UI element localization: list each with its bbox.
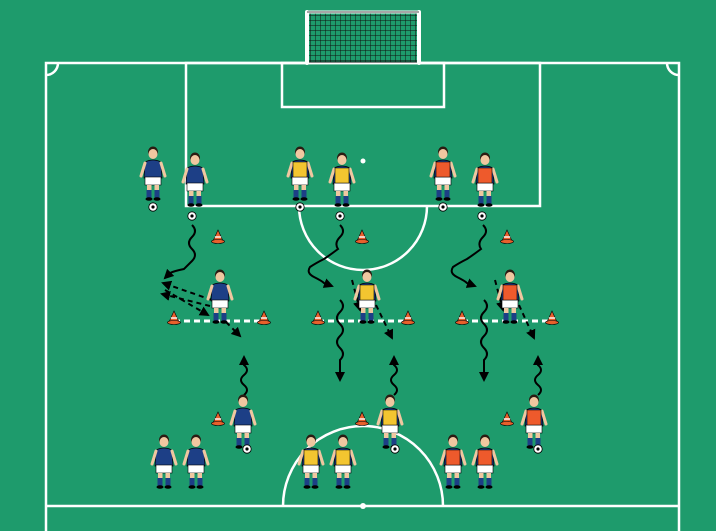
center-spot (360, 503, 366, 509)
ball (439, 203, 447, 211)
ball (188, 212, 196, 220)
ball (336, 212, 344, 220)
goal (307, 12, 419, 63)
penalty-spot (361, 159, 366, 164)
ball (478, 212, 486, 220)
ball (534, 445, 542, 453)
ball (149, 203, 157, 211)
ball (243, 445, 251, 453)
ball (391, 445, 399, 453)
ball (296, 203, 304, 211)
